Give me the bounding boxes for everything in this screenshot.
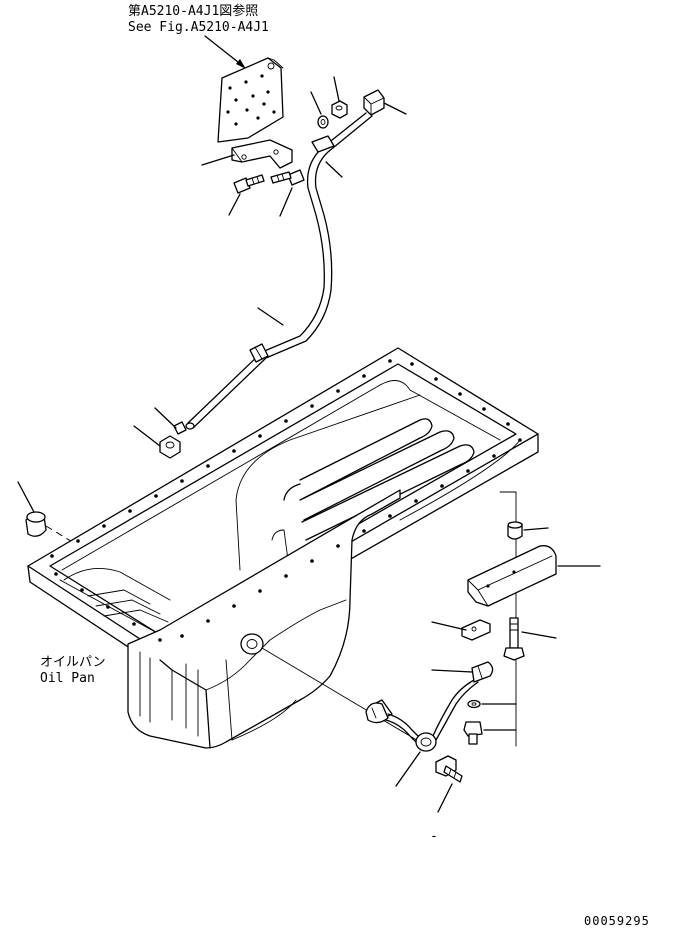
flange-bolt-holes: [50, 359, 522, 642]
leader-bracket: [201, 154, 235, 166]
gauge-bracket: [217, 57, 293, 169]
leader-sleeve: [523, 527, 549, 531]
leader-clip: [431, 621, 467, 631]
reference-note-jp: 第A5210-A4J1図参照: [128, 3, 258, 19]
plug-icon: [25, 511, 47, 537]
leader-sensor: [395, 751, 421, 787]
leader-cap: [383, 102, 407, 115]
oil-pan-label-jp: オイルパン: [40, 655, 106, 670]
leader-plug: [17, 481, 35, 513]
leader-washer: [310, 91, 322, 115]
oil-pan: [27, 347, 539, 749]
sensor-bolt-icon: [435, 755, 463, 783]
harness-bolt-icon: [463, 721, 483, 745]
bolt-left-icon: [233, 174, 265, 194]
harness-cover-icon: [467, 545, 557, 607]
reference-arrowhead: [236, 59, 246, 69]
leader-harness: [431, 669, 473, 673]
leader-bolt-left: [228, 193, 241, 216]
dipstick-cap-icon: [363, 89, 385, 116]
connector-nut-icon: [159, 421, 187, 459]
leader-connector: [154, 407, 177, 429]
leader-tube-clamp: [325, 161, 343, 178]
dipstick-guide-tube: [185, 112, 373, 430]
leader-sensor-bolt: [437, 783, 453, 813]
assembly-axis-right: [499, 491, 517, 747]
small-washer-icon: [467, 699, 481, 709]
nut-icon: [331, 100, 348, 119]
leader-mount-bolt: [521, 631, 557, 639]
mounting-bolt-icon: [503, 617, 525, 661]
washer-icon: [317, 115, 329, 129]
sensor-axis-line: [261, 647, 421, 743]
wiring-harness: [365, 661, 494, 752]
sleeve-icon: [507, 521, 523, 540]
clip-icon: [461, 619, 491, 641]
reference-leader: [204, 35, 244, 67]
minus-mark: -: [430, 829, 438, 844]
leader-nut: [333, 76, 340, 102]
bolt-right-icon: [270, 169, 305, 186]
oil-pan-label-en: Oil Pan: [40, 671, 95, 686]
drawing-number: 00059295: [584, 914, 650, 928]
reference-note-en: See Fig.A5210-A4J1: [128, 20, 269, 35]
leader-tube: [257, 307, 284, 326]
leader-connector-nut: [133, 425, 161, 447]
leader-bolt-right: [279, 187, 293, 217]
